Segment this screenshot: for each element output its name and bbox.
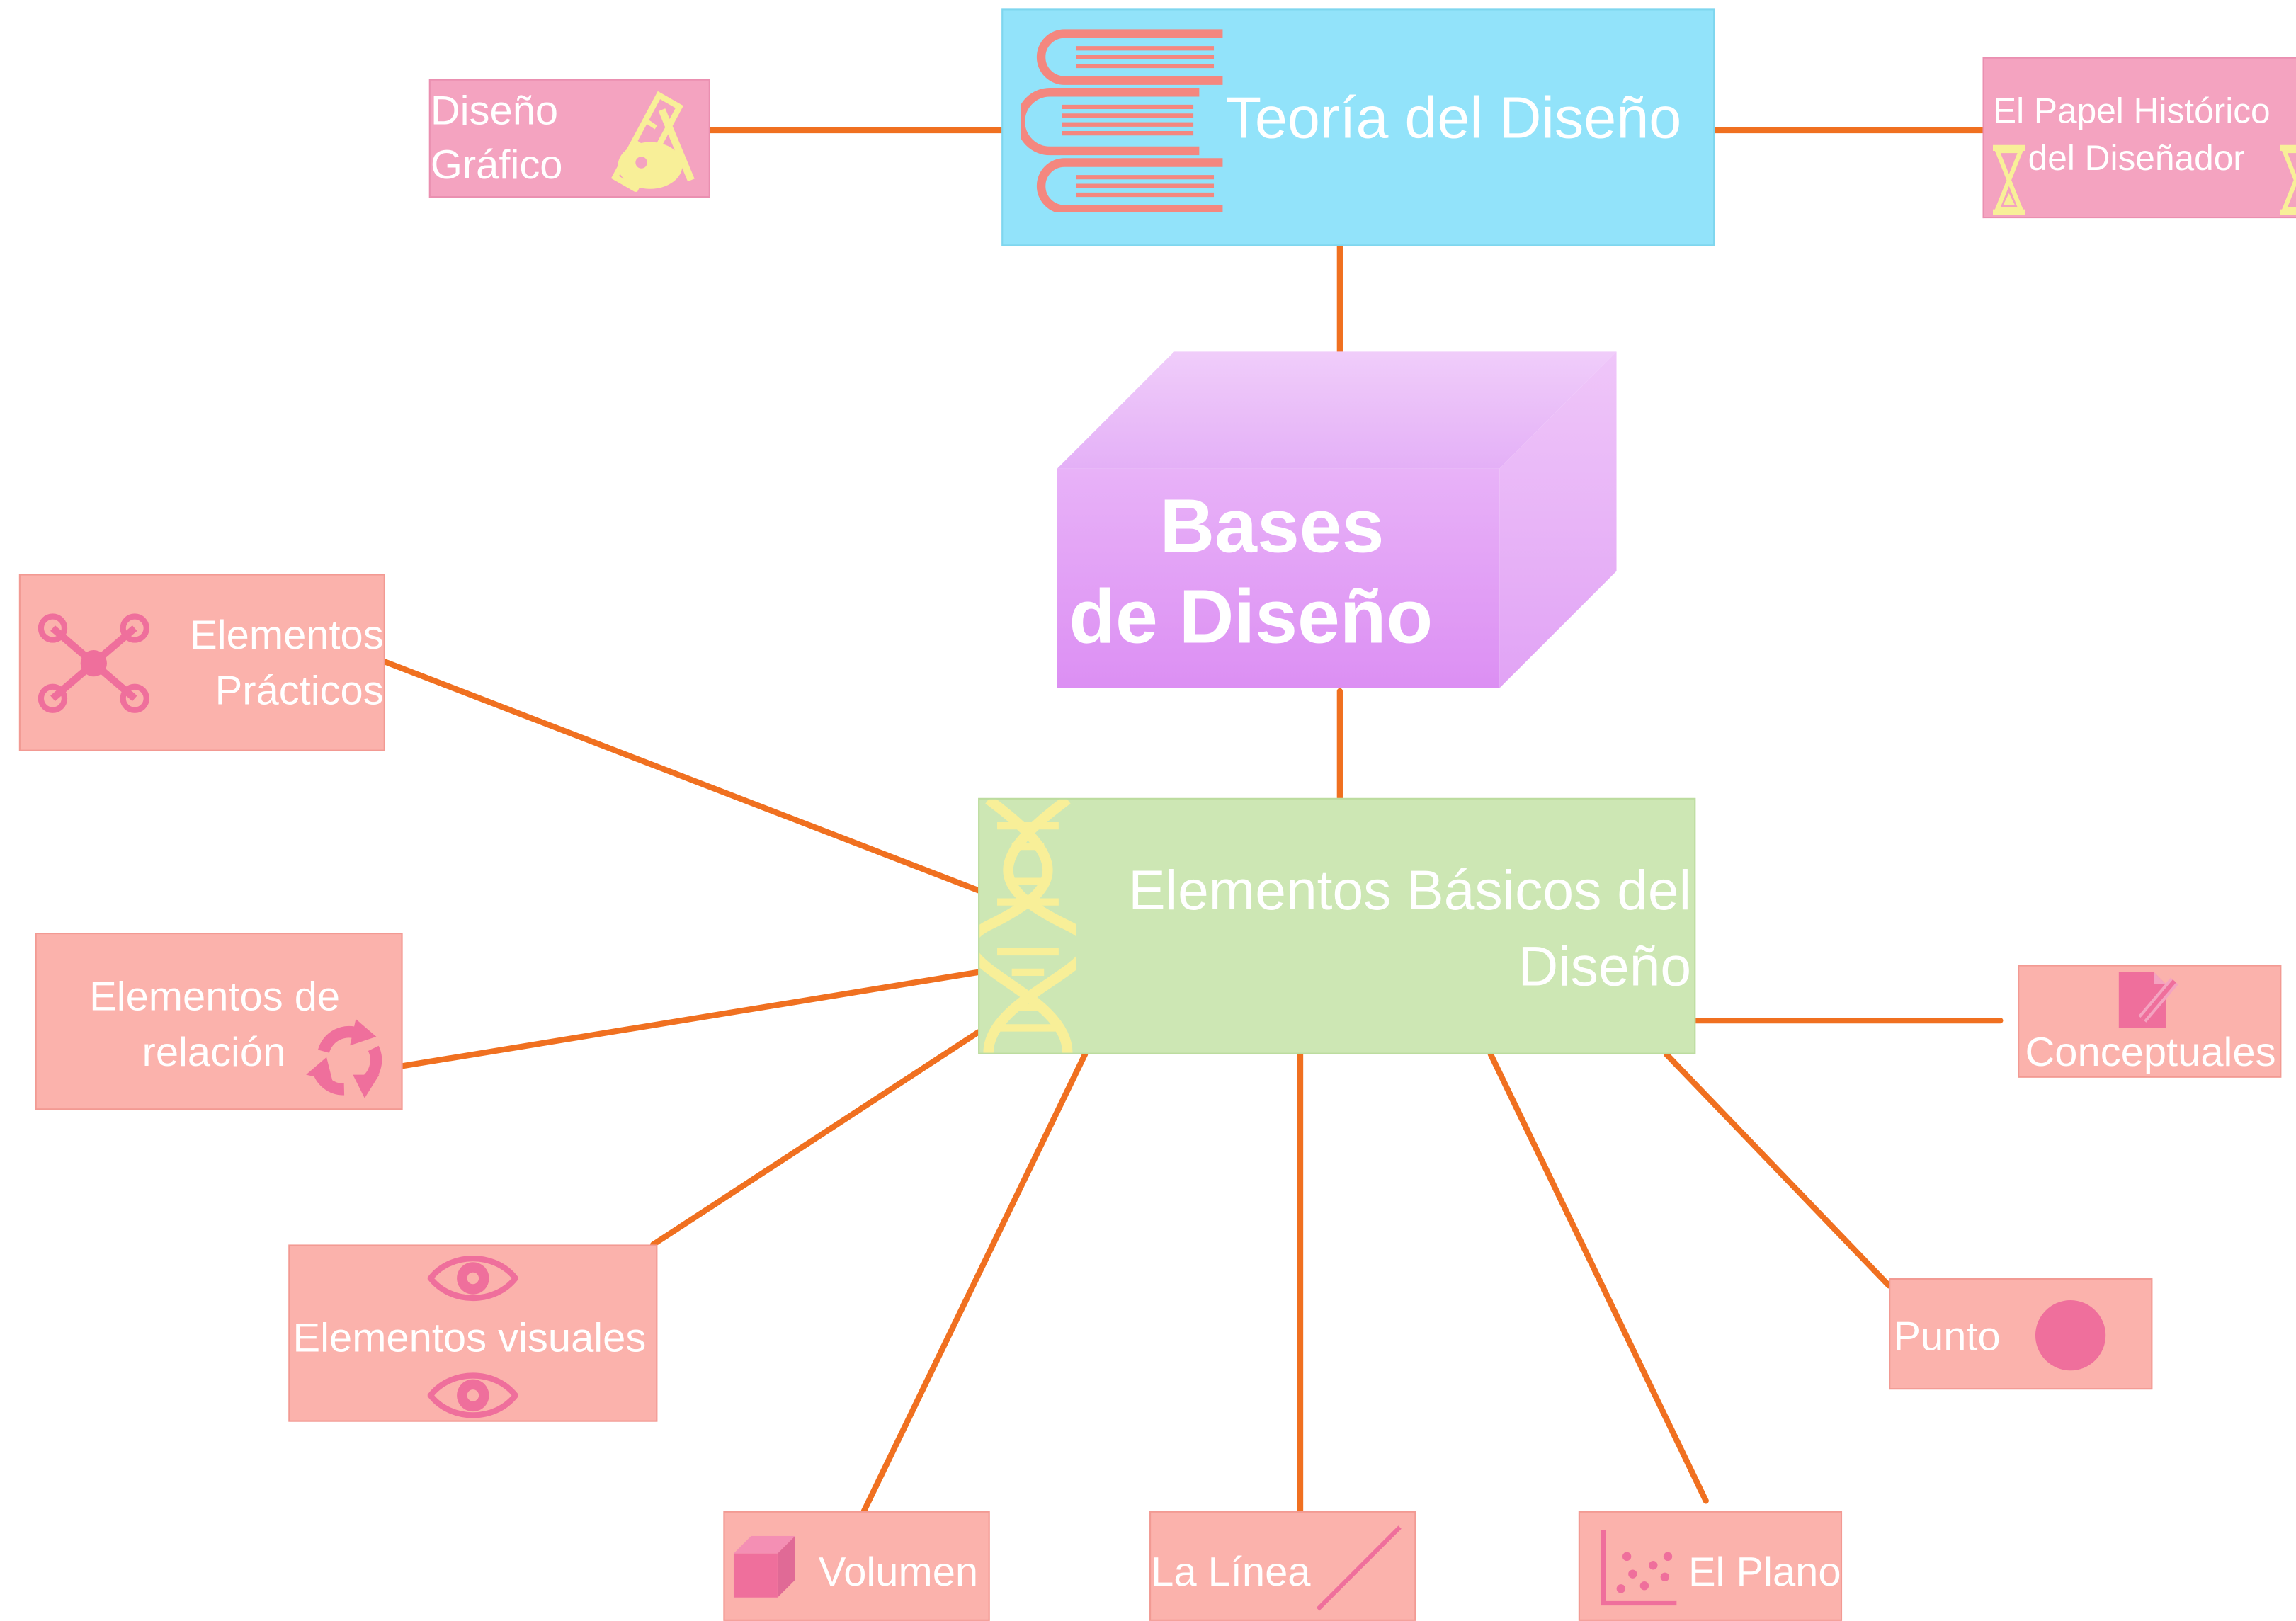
plane-label: El Plano	[1688, 1549, 1841, 1595]
connector-basic-practical	[382, 659, 982, 894]
document-edit-icon	[2116, 969, 2183, 1031]
cube-icon	[733, 1535, 795, 1600]
connector-basic-relation	[399, 969, 982, 1069]
books-icon	[1021, 25, 1225, 212]
volume-node[interactable]: Volumen	[723, 1511, 990, 1621]
graphic-design-label-1: Diseño	[430, 88, 559, 134]
conceptual-label: Conceptuales	[2025, 1029, 2276, 1075]
eye-icon	[427, 1369, 518, 1421]
plane-node[interactable]: El Plano	[1578, 1511, 1843, 1621]
relation-label-1: Elementos de	[89, 973, 341, 1020]
theory-title: Teoría del Diseño	[1225, 86, 1682, 151]
history-label-2: del Diseñador	[2028, 139, 2245, 179]
basic-elements-node[interactable]: Elementos Básicos del Diseño	[978, 797, 1696, 1054]
circle-icon	[2034, 1299, 2107, 1372]
point-node[interactable]: Punto	[1889, 1278, 2153, 1390]
basic-title-2: Diseño	[1518, 937, 1692, 999]
connector-basic-volume	[860, 1051, 1089, 1514]
connector-basic-visual	[650, 1029, 982, 1248]
basic-title-1: Elementos Básicos del	[1128, 860, 1692, 923]
graphic-design-node[interactable]: Diseño Gráfico	[428, 79, 710, 198]
practical-label-1: Elementos	[190, 612, 384, 658]
line-node[interactable]: La Línea	[1149, 1511, 1416, 1621]
center-title-1: Bases	[1159, 484, 1385, 570]
relation-label-2: relación	[142, 1029, 286, 1075]
history-label-1: El Papel Histórico	[1993, 92, 2271, 132]
art-tools-icon	[603, 89, 697, 192]
conceptual-node[interactable]: Conceptuales	[2018, 965, 2282, 1078]
connector-basic-plane	[1487, 1051, 1709, 1504]
network-icon	[35, 610, 152, 716]
diagonal-line-icon	[1312, 1521, 1406, 1615]
practical-elements-node[interactable]: Elementos Prácticos	[18, 574, 385, 751]
point-label: Punto	[1893, 1313, 2001, 1359]
center-node[interactable]: Bases de Diseño	[1057, 351, 1617, 691]
cube-shape	[1057, 351, 1617, 688]
practical-label-2: Prácticos	[215, 667, 384, 713]
theory-node[interactable]: Teoría del Diseño	[1001, 8, 1715, 246]
hourglass-icon	[2277, 144, 2296, 217]
refresh-icon	[303, 1016, 391, 1101]
eye-icon	[427, 1252, 518, 1304]
relation-elements-node[interactable]: Elementos de relación	[35, 933, 403, 1110]
center-title-2: de Diseño	[1069, 575, 1433, 661]
scatter-plot-icon	[1601, 1530, 1677, 1607]
hourglass-icon	[1990, 144, 2028, 217]
history-node[interactable]: El Papel Histórico del Diseñador	[1982, 57, 2296, 219]
line-label: La Línea	[1151, 1549, 1311, 1595]
volume-label: Volumen	[818, 1549, 979, 1595]
dna-icon	[979, 799, 1076, 1053]
visual-label: Elementos visuales	[292, 1314, 647, 1360]
connector-basic-point	[1663, 1051, 1892, 1289]
visual-elements-node[interactable]: Elementos visuales	[288, 1244, 658, 1422]
graphic-design-label-2: Gráfico	[430, 142, 563, 188]
